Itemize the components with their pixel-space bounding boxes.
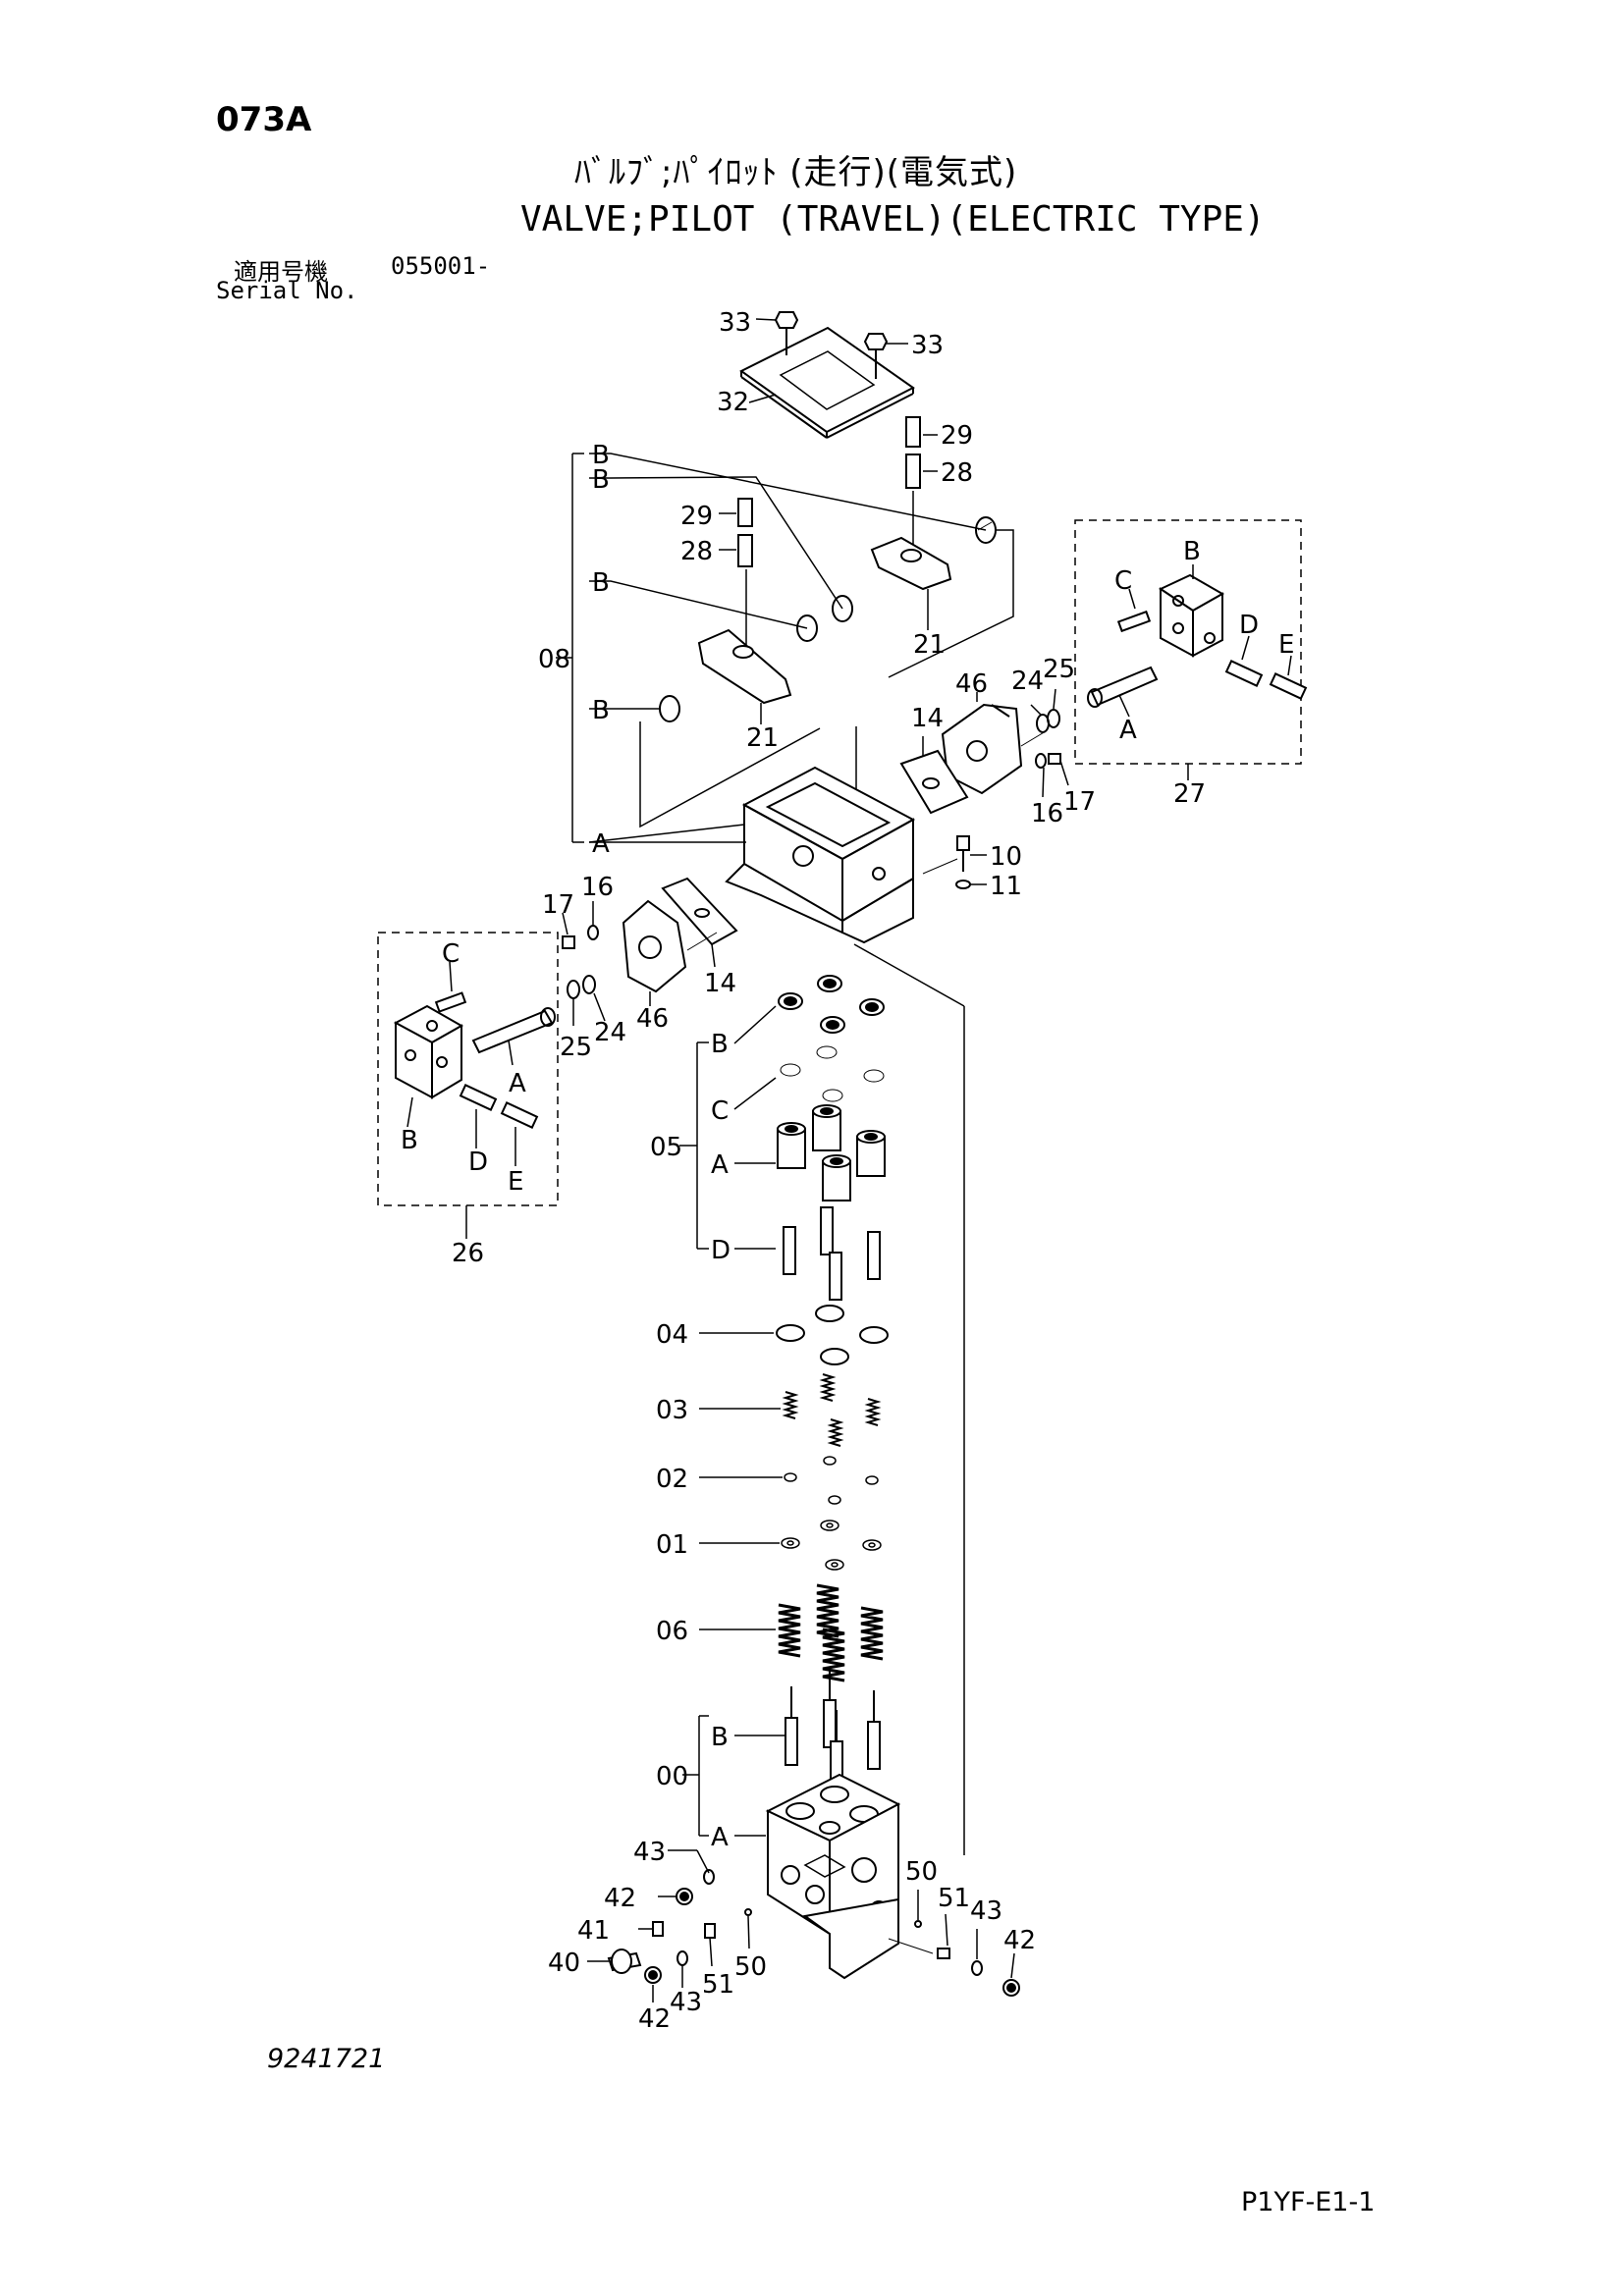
- callout-24-left: 24: [594, 1018, 626, 1047]
- callout-05-C: C: [711, 1096, 729, 1126]
- callout-28-left: 28: [680, 537, 713, 566]
- lower-casing: [765, 1773, 901, 1980]
- lever-21-right: [870, 536, 952, 591]
- callout-46-left: 46: [636, 1004, 669, 1034]
- callout-46-right: 46: [955, 669, 988, 699]
- callout-27: 27: [1173, 779, 1206, 809]
- callout-16-right: 16: [1031, 799, 1063, 828]
- drawing-number: 9241721: [267, 2044, 386, 2074]
- callout-41: 41: [577, 1916, 610, 1946]
- callout-50-left: 50: [734, 1952, 767, 1982]
- serial-value: 055001-: [391, 252, 491, 280]
- callout-02: 02: [656, 1465, 688, 1494]
- callout-51-left: 51: [702, 1970, 734, 2000]
- callout-06: 06: [656, 1617, 688, 1646]
- callout-10: 10: [990, 842, 1022, 872]
- callout-A-housing: A: [592, 829, 610, 859]
- serial-label-japanese: 適用号機: [234, 258, 328, 286]
- detail-box-26: [377, 932, 559, 1206]
- callout-50-right: 50: [905, 1857, 938, 1887]
- callout-42-lower: 42: [638, 2004, 671, 2034]
- callout-A-left: A: [509, 1069, 526, 1098]
- callout-B-4: B: [592, 696, 610, 725]
- callout-11: 11: [990, 872, 1022, 901]
- callout-33-left: 33: [719, 308, 751, 338]
- callout-28-right: 28: [941, 458, 973, 488]
- callout-14-right: 14: [911, 704, 944, 733]
- callout-32: 32: [717, 388, 749, 417]
- shims-01: [781, 1520, 882, 1571]
- callout-B-left: B: [401, 1126, 418, 1155]
- page-id: 073A: [216, 100, 312, 139]
- callout-43-upper: 43: [633, 1838, 666, 1867]
- callout-51-right: 51: [938, 1884, 970, 1913]
- sheet-code: P1YF-E1-1: [1241, 2187, 1376, 2217]
- callout-33-right: 33: [911, 331, 944, 360]
- callout-D-right: D: [1239, 611, 1259, 640]
- callout-16-left: 16: [581, 873, 614, 902]
- cover-plate-32: [739, 326, 915, 439]
- callout-21-left: 21: [746, 723, 779, 753]
- callout-E-right: E: [1278, 630, 1294, 660]
- callout-05-D: D: [711, 1236, 731, 1265]
- callout-E-left: E: [508, 1167, 523, 1197]
- title-english: VALVE;PILOT (TRAVEL)(ELECTRIC TYPE): [520, 199, 1266, 240]
- callout-25-right: 25: [1043, 655, 1075, 684]
- spring-seats-04: [776, 1305, 889, 1365]
- callout-43-right: 43: [970, 1896, 1002, 1926]
- callout-05: 05: [650, 1133, 682, 1162]
- callout-C-right: C: [1114, 566, 1132, 596]
- callout-01: 01: [656, 1530, 688, 1560]
- caps-B: [778, 975, 885, 1034]
- callout-42-right: 42: [1003, 1926, 1036, 1955]
- spools-00: [785, 1669, 881, 1789]
- callout-40: 40: [548, 1949, 580, 1978]
- callout-00-B: B: [711, 1723, 729, 1752]
- callout-21-right: 21: [913, 630, 946, 660]
- callout-24-right: 24: [1011, 667, 1044, 696]
- return-springs-06: [778, 1583, 884, 1682]
- solenoid-block-right: [1158, 573, 1225, 658]
- springs-03: [782, 1373, 882, 1447]
- callout-17-left: 17: [542, 890, 574, 920]
- callout-B-1: B: [592, 441, 610, 470]
- callout-00: 00: [656, 1762, 688, 1791]
- solenoid-block-left: [393, 1004, 464, 1099]
- callout-B-right: B: [1183, 537, 1201, 566]
- callout-D-left: D: [468, 1148, 488, 1177]
- callout-29-left: 29: [680, 502, 713, 531]
- callout-03: 03: [656, 1396, 688, 1425]
- orings-C: [780, 1045, 885, 1102]
- callout-05-A: A: [711, 1150, 729, 1180]
- callout-14-left: 14: [704, 969, 736, 998]
- callout-05-B: B: [711, 1030, 729, 1059]
- solenoid-plate-46-left: [622, 899, 687, 993]
- callout-04: 04: [656, 1320, 688, 1350]
- callout-B-3: B: [592, 568, 610, 598]
- callout-00-A: A: [711, 1823, 729, 1852]
- washers-02: [784, 1456, 879, 1505]
- pushers-D: [783, 1206, 881, 1301]
- bushings-A: [777, 1104, 886, 1201]
- callout-29-right: 29: [941, 421, 973, 451]
- bolt-33-right: [863, 333, 889, 379]
- serial-label-english: Serial No.: [216, 277, 358, 304]
- callout-17-right: 17: [1063, 787, 1096, 817]
- callout-25-left: 25: [560, 1033, 592, 1062]
- callout-B-2: B: [592, 465, 610, 495]
- valve-housing: [725, 766, 916, 944]
- callout-42-upper: 42: [604, 1884, 636, 1913]
- callout-C-left: C: [442, 939, 460, 969]
- callout-26: 26: [452, 1239, 484, 1268]
- lever-21-left: [697, 628, 792, 705]
- callout-43-lower: 43: [670, 1988, 702, 2017]
- callout-08: 08: [538, 645, 570, 674]
- title-japanese: ﾊﾞﾙﾌﾞ;ﾊﾟｲﾛｯﾄ (走行)(電気式): [574, 153, 1018, 192]
- callout-A-right: A: [1119, 716, 1137, 745]
